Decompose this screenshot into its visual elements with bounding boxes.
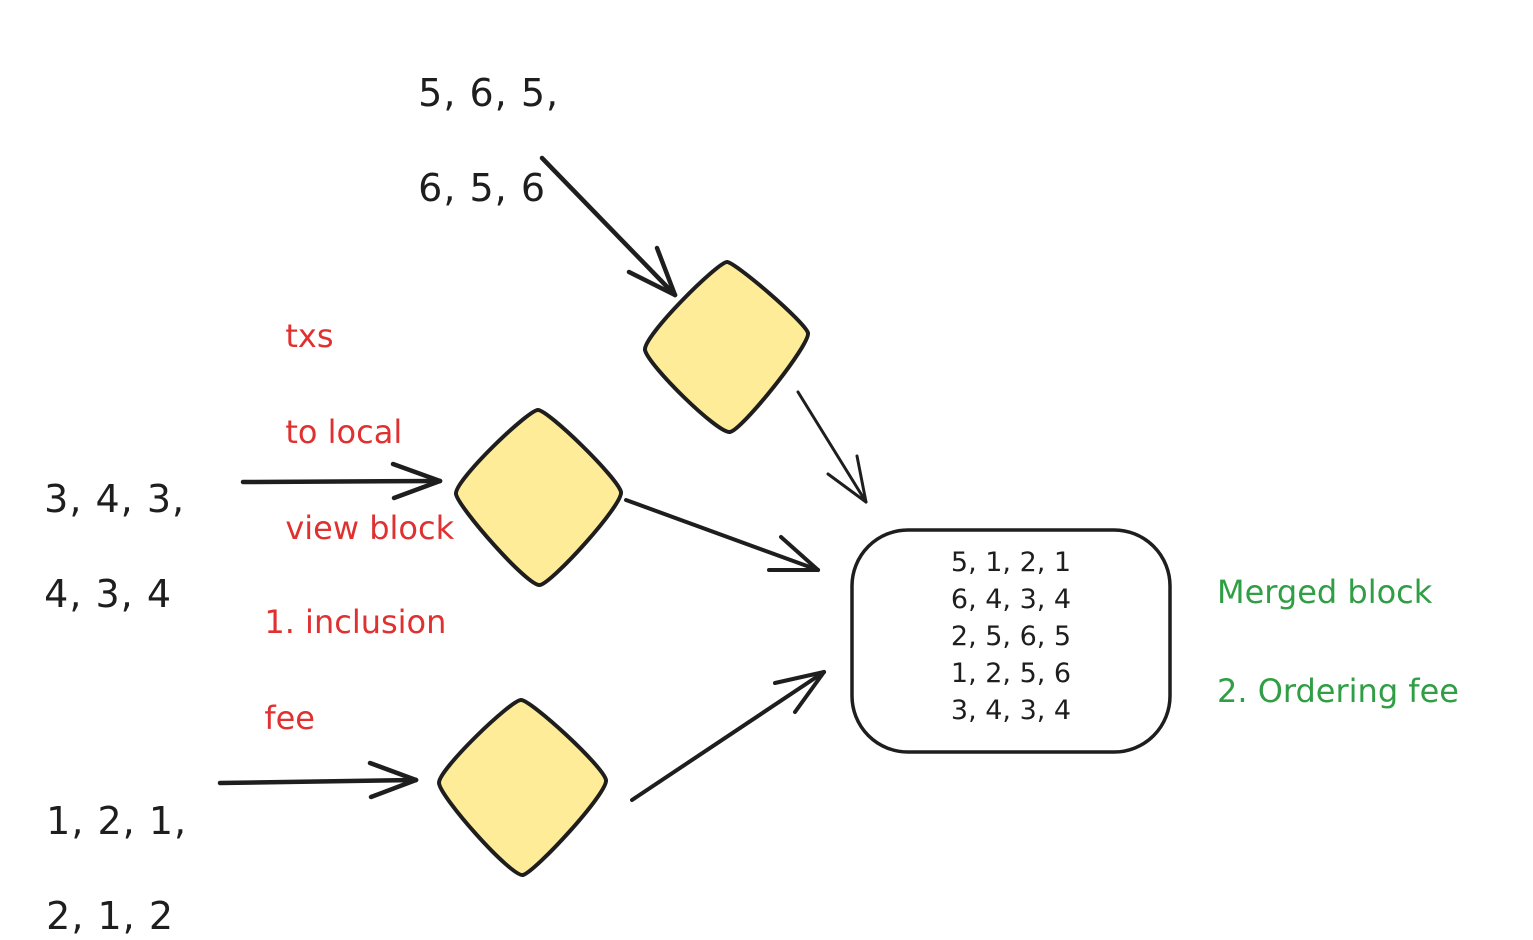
merged-block-row: 2, 5, 6, 5 bbox=[950, 621, 1072, 652]
arrow-bottom-to-diamond bbox=[217, 760, 419, 800]
input-txs-bottom-line2: 2, 1, 2 bbox=[46, 893, 175, 938]
diagram-canvas bbox=[217, 155, 1172, 877]
annotation-txs-line2: to local bbox=[285, 413, 403, 451]
input-txs-bottom-line1: 1, 2, 1, bbox=[46, 798, 188, 843]
diamond-bottom bbox=[437, 698, 608, 877]
annotation-inclusion-line1: 1. inclusion bbox=[264, 603, 447, 641]
arrow-middle-to-diamond bbox=[240, 461, 443, 501]
merged-block-box bbox=[850, 528, 1172, 754]
diamond-middle bbox=[454, 408, 623, 587]
input-txs-bottom: 1, 2, 1, 2, 1, 2 bbox=[20, 750, 187, 940]
annotation-inclusion-fee: 1. inclusion fee bbox=[244, 550, 446, 742]
merged-block-row: 3, 4, 3, 4 bbox=[950, 695, 1072, 726]
input-txs-middle-line2: 4, 3, 4 bbox=[44, 571, 173, 616]
annotation-inclusion-line2: fee bbox=[264, 699, 315, 737]
annotation-merged-block: Merged block bbox=[1217, 573, 1433, 611]
merged-block-row: 6, 4, 3, 4 bbox=[950, 584, 1072, 615]
input-txs-top-line1: 5, 6, 5, bbox=[418, 70, 560, 115]
arrow-diamond-middle-to-merged bbox=[624, 498, 820, 572]
arrow-diamond-bottom-to-merged bbox=[630, 670, 826, 802]
diamond-top bbox=[643, 260, 810, 434]
input-txs-middle-line1: 3, 4, 3, bbox=[44, 476, 186, 521]
merged-block-row: 5, 1, 2, 1 bbox=[950, 547, 1072, 578]
input-txs-middle: 3, 4, 3, 4, 3, 4 bbox=[18, 428, 185, 618]
annotation-ordering-fee: 2. Ordering fee bbox=[1217, 672, 1459, 710]
annotation-txs-line3: view block bbox=[285, 509, 455, 547]
arrow-top-to-diamond bbox=[539, 155, 678, 298]
input-txs-top-line2: 6, 5, 6 bbox=[418, 165, 547, 210]
input-txs-top: 5, 6, 5, 6, 5, 6 bbox=[392, 22, 559, 212]
merged-block-contents: 5, 1, 2, 1 6, 4, 3, 4 2, 5, 6, 5 1, 2, 5… bbox=[852, 544, 1170, 729]
arrow-diamond-top-to-merged bbox=[796, 390, 868, 504]
merged-block-row: 1, 2, 5, 6 bbox=[950, 658, 1072, 689]
annotation-txs-to-local: txs to local view block bbox=[265, 264, 454, 552]
annotation-txs-line1: txs bbox=[285, 317, 334, 355]
